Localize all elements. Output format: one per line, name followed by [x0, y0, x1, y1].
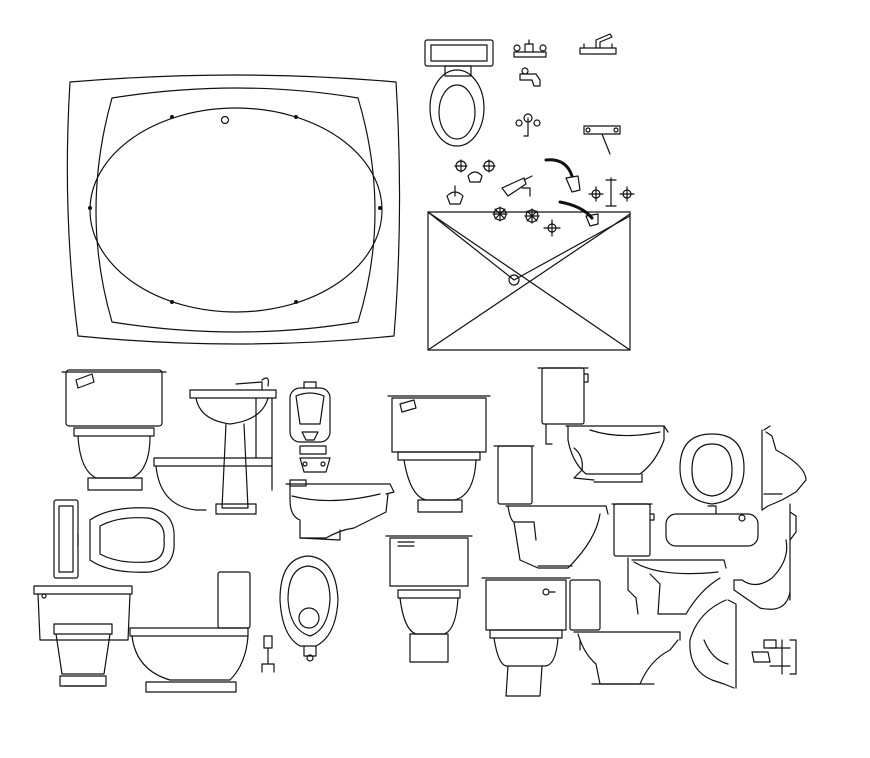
toilet-elevation-3 [34, 586, 132, 686]
bidet-fittings [752, 640, 796, 674]
urinal-front-2 [280, 556, 338, 661]
toilet-side-2 [538, 368, 668, 482]
toilet-elevation-4 [386, 536, 472, 662]
urinal-side-2 [734, 504, 796, 609]
oval-bathtub-plan [67, 75, 399, 344]
faucet-fittings [447, 34, 634, 236]
toilet-side-3 [130, 572, 274, 692]
toilet-side-4 [494, 446, 608, 568]
bidet-front-1 [666, 434, 758, 546]
urinal-front-1 [290, 382, 330, 472]
urinal-side-1 [762, 426, 806, 510]
toilet-elevation-5 [482, 578, 570, 696]
toilet-plan [425, 40, 493, 146]
toilet-elevation-2 [388, 396, 490, 512]
pedestal-sink-1 [154, 378, 276, 514]
toilet-side-1 [286, 480, 394, 540]
urinal-side-3 [690, 600, 736, 688]
corner-bathtub-plan [428, 212, 630, 350]
toilet-elevation-1 [62, 370, 166, 490]
toilet-side-6 [612, 504, 726, 614]
toilet-side-5 [570, 580, 680, 684]
toilet-plan-2 [54, 500, 174, 578]
